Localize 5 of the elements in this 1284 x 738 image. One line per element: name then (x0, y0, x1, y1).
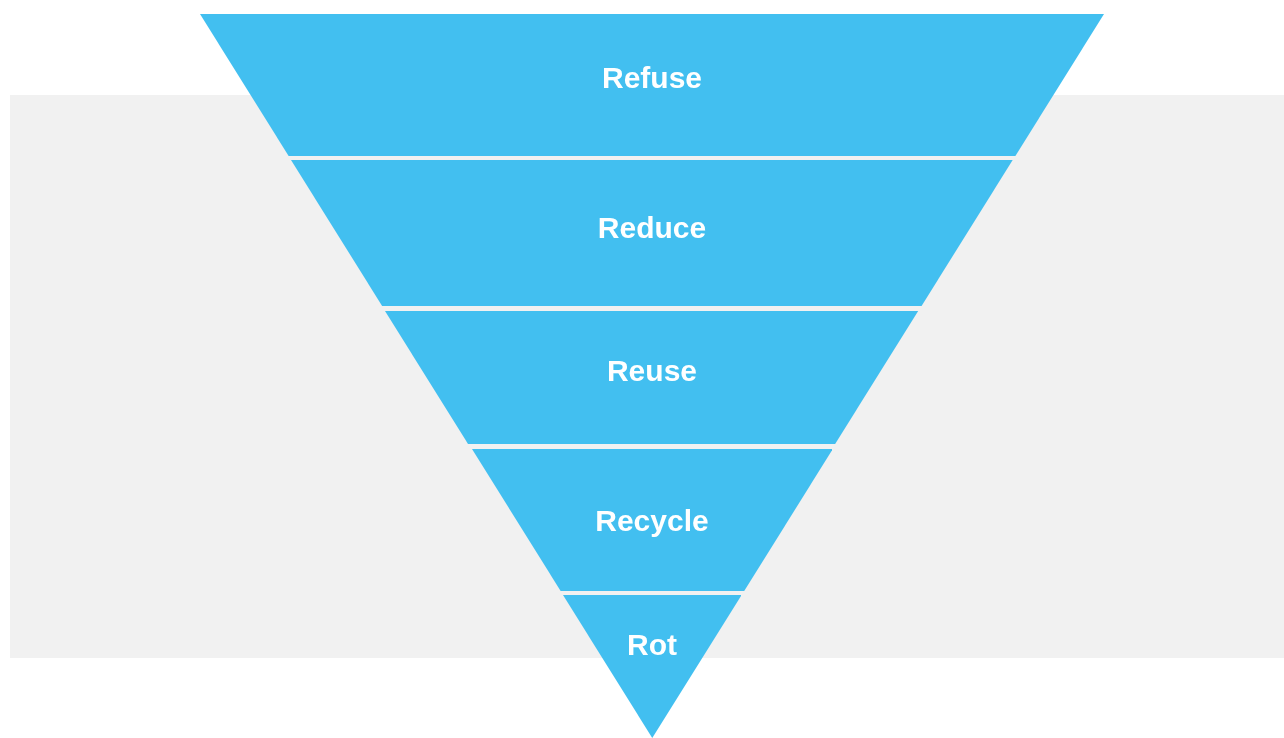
tier-label: Recycle (595, 503, 709, 539)
tier-label: Rot (627, 627, 677, 663)
tier-label: Refuse (601, 60, 702, 96)
tier-label: Reduce (597, 210, 707, 246)
tier-label: Reuse (606, 353, 697, 389)
